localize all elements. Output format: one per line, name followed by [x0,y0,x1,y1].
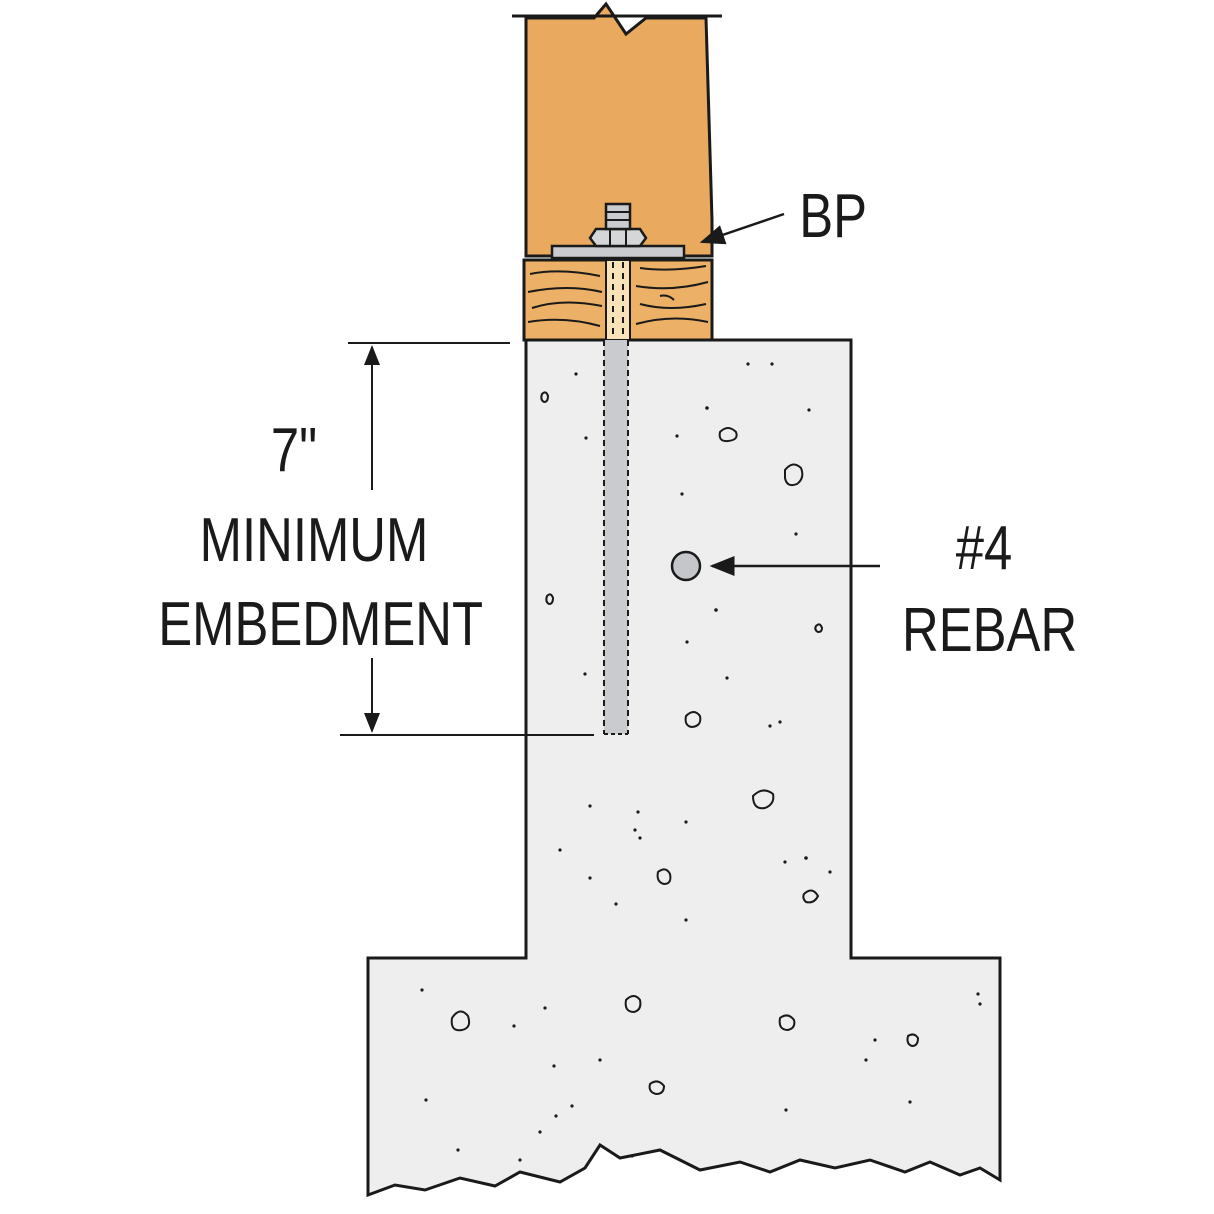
dimension-label-line2: EMBEDMENT [158,590,484,659]
anchor-bolt [604,340,628,734]
washer [550,244,686,260]
bp-label: BP [799,182,868,251]
hex-nut [588,227,648,248]
bolt-thread [604,202,632,231]
dimension-value: 7" [270,416,318,485]
rebar-label-line2: REBAR [902,596,1078,665]
rebar-label-line1: #4 [955,514,1013,583]
rebar [670,550,702,582]
dimension-label-line1: MINIMUM [199,506,429,575]
concrete-specks [420,362,982,1162]
concrete-aggregate [450,391,920,1096]
bolt-in-plate [605,259,631,341]
bp-leader-arrow [699,212,785,245]
wood-grain [527,265,709,327]
concrete-foundation [366,338,1002,1198]
